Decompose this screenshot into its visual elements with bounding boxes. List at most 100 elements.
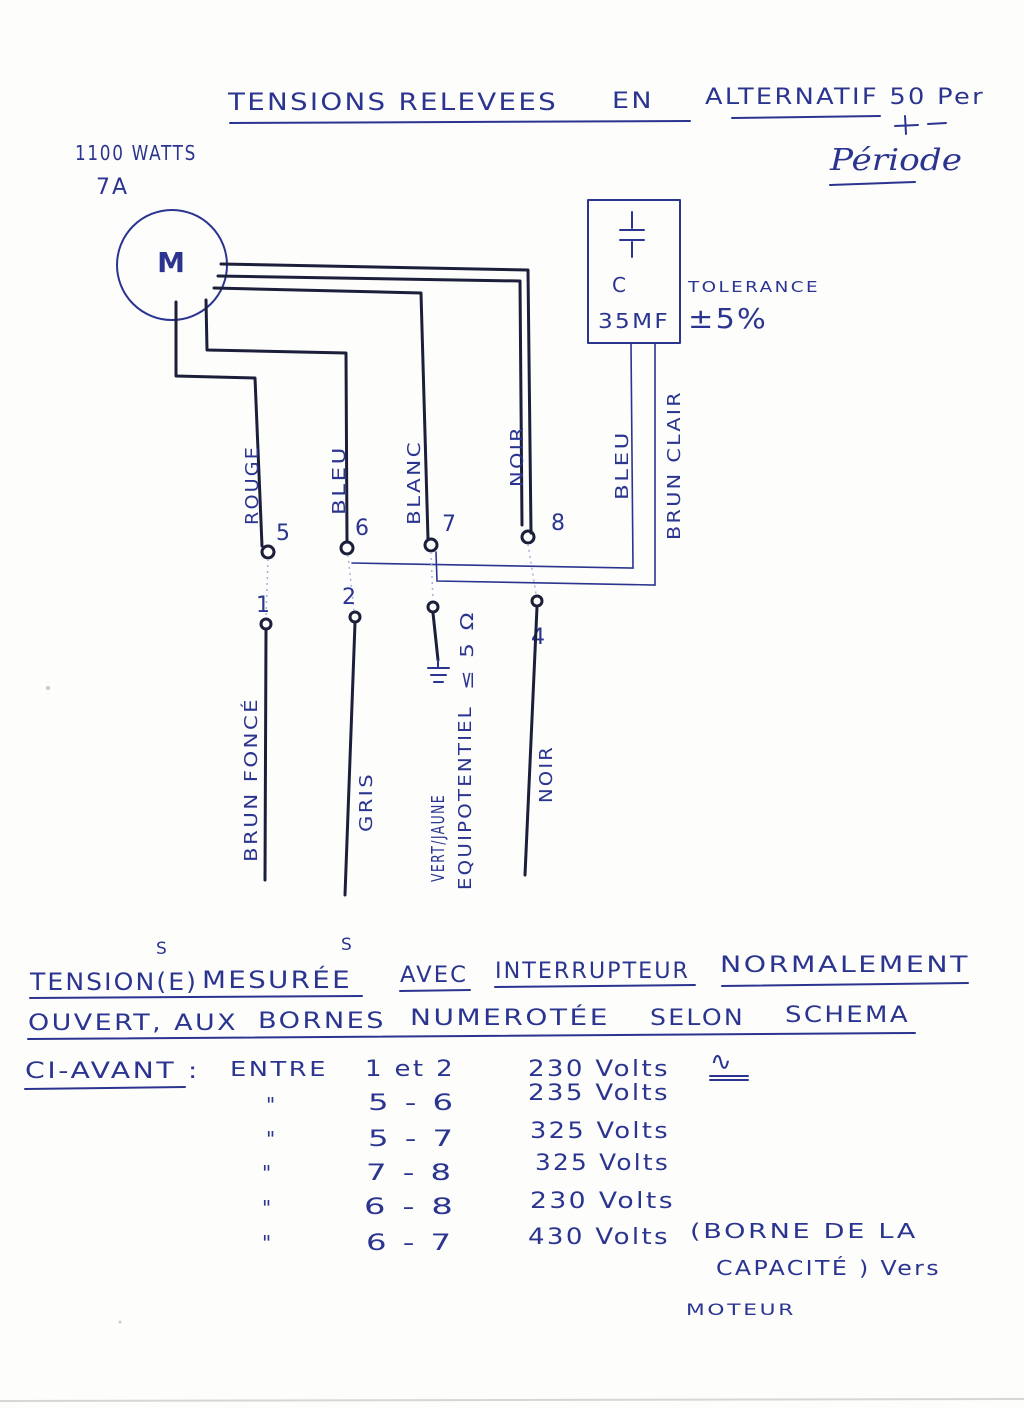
note-bornes: BORNES [258, 1009, 386, 1034]
note-line2-underline [27, 1032, 916, 1040]
note-heading-2: MESURÉE [202, 965, 352, 994]
note-interrupteur: INTERRUPTEUR [495, 959, 690, 984]
capacitor: C 35MF TOLERANCE ±5% [351, 199, 820, 586]
terminal-5-label: 5 [276, 521, 292, 546]
title-mode: ALTERNATIF 50 Per [705, 85, 985, 110]
measurement-voltage: 230 Volts [530, 1189, 675, 1214]
wire-brun-fonce [263, 628, 268, 882]
terminal-1 [259, 617, 273, 631]
ground-symbol-icon [427, 659, 450, 683]
label-gris: GRIS [356, 772, 377, 832]
remark-line-2: CAPACITÉ ) Vers [716, 1256, 941, 1280]
measurement-voltage: 325 Volts [535, 1151, 670, 1176]
note-ci-avant: CI-AVANT : [25, 1059, 200, 1084]
measurement-voltage: 230 Volts [528, 1057, 670, 1082]
motor-symbol: M [157, 246, 187, 279]
title-block: TENSIONS RELEVEES EN ALTERNATIF 50 Per P… [227, 85, 985, 186]
terminal-2 [348, 610, 362, 624]
terminal-8-label: 8 [551, 511, 567, 536]
note-heading-2-sup: S [341, 935, 354, 955]
supply-wires [263, 605, 539, 897]
measurement-row: " 5 - 6 235 Volts [266, 1081, 668, 1117]
measurement-voltage: 325 Volts [530, 1119, 670, 1144]
title-period: Période [829, 143, 962, 178]
measurement-row: " 6 - 8 230 Volts [262, 1189, 675, 1220]
remark-line-3: MOTEUR [686, 1300, 796, 1319]
supply-wire-labels: BRUN FONCÉ GRIS VERT/JAUNE EQUIPOTENTIEL… [240, 610, 557, 890]
label-vert-jaune: VERT/JAUNE [428, 794, 449, 882]
terminal-1-label: 1 [256, 593, 272, 618]
link-8-4 [527, 543, 537, 595]
capacitor-wire-bleu [351, 342, 634, 569]
measurement-prefix: ENTRE [230, 1057, 328, 1081]
label-bleu: BLEU [329, 445, 350, 515]
measurement-pair: 1 et 2 [365, 1057, 455, 1082]
label-brun-fonce: BRUN FONCÉ [240, 697, 262, 862]
measurement-pair: 6 - 7 [366, 1231, 454, 1256]
wire-noir-supply [523, 605, 539, 877]
measurement-prefix: " [266, 1093, 277, 1117]
measurement-pair: 5 - 7 [368, 1127, 456, 1152]
label-rouge: ROUGE [242, 445, 263, 525]
measurement-prefix: " [262, 1196, 273, 1220]
title-en: EN [612, 89, 654, 114]
ac-symbol-underline [709, 1075, 749, 1081]
note-schema: SCHEMA [785, 1003, 910, 1028]
measurement-row: " 5 - 7 325 Volts [266, 1119, 670, 1152]
paper-speck [46, 686, 50, 690]
wire-gris [343, 621, 357, 897]
label-equipotentiel: EQUIPOTENTIEL [455, 705, 476, 890]
paper-marks [0, 686, 1024, 1402]
terminal-5 [260, 544, 276, 560]
capacitor-box [587, 199, 681, 344]
title-main: TENSIONS RELEVEES [227, 88, 558, 116]
motor-terminals: 5 6 7 8 [260, 511, 567, 560]
label-bleu-capacitor: BLEU [612, 430, 633, 500]
wire-earth [431, 611, 440, 662]
motor: 1100 WATTS 7A M [75, 141, 228, 321]
paper-edge [0, 1398, 1024, 1402]
terminal-7-label: 7 [442, 512, 458, 537]
measurement-row: " 6 - 7 430 Volts [262, 1225, 668, 1256]
note-heading-1-sup: S [156, 939, 169, 959]
terminal-earth [426, 600, 440, 614]
note-heading-underline [29, 995, 363, 999]
wire-noir-motor-double [216, 274, 524, 527]
note-normalement-underline [721, 982, 969, 987]
supply-terminals: 1 2 4 [256, 585, 547, 650]
terminal-4-label: 4 [531, 625, 547, 650]
terminal-6-label: 6 [355, 516, 371, 541]
motor-power: 1100 WATTS [75, 141, 197, 165]
note-heading-1: TENSION(E) [29, 968, 198, 996]
label-blanc: BLANC [404, 440, 425, 525]
link-7-earth [430, 551, 434, 601]
terminal-links [265, 543, 537, 618]
remark-line-1: (BORNE DE LA [690, 1219, 918, 1243]
terminal-4 [530, 594, 544, 608]
fraction-mark [894, 115, 947, 135]
measurements-table: ENTRE 1 et 2 230 Volts ∿ " 5 - 6 235 Vol… [230, 1047, 941, 1319]
motor-wire-labels: ROUGE BLEU BLANC NOIR BLEU BRUN CLAIR [242, 390, 685, 540]
note-normalement: NORMALEMENT [720, 953, 970, 978]
measurement-prefix: " [262, 1231, 273, 1255]
motor-current: 7A [96, 175, 129, 200]
note-ci-avant-underline [24, 1086, 186, 1090]
motor-wires [174, 262, 533, 548]
label-earth-resistance: ≤ 5 Ω [457, 610, 478, 690]
note-ouvert: OUVERT, AUX [28, 1011, 238, 1036]
measurement-pair: 5 - 6 [368, 1091, 456, 1116]
note-selon: SELON [650, 1006, 745, 1031]
wire-blanc-motor [212, 286, 430, 541]
measurement-prefix: " [266, 1127, 277, 1151]
tolerance-label: TOLERANCE [687, 278, 820, 296]
wire-noir-motor [219, 262, 533, 535]
note-avec: AVEC [400, 963, 468, 988]
measurement-pair: 6 - 8 [364, 1195, 456, 1220]
terminal-7 [423, 537, 439, 553]
label-noir-motor: NOIR [507, 425, 528, 487]
title-underline [229, 120, 691, 124]
measurement-row: " 7 - 8 325 Volts [262, 1151, 670, 1186]
label-noir-supply: NOIR [536, 745, 557, 803]
capacitor-wire-brun-clair [435, 342, 656, 586]
